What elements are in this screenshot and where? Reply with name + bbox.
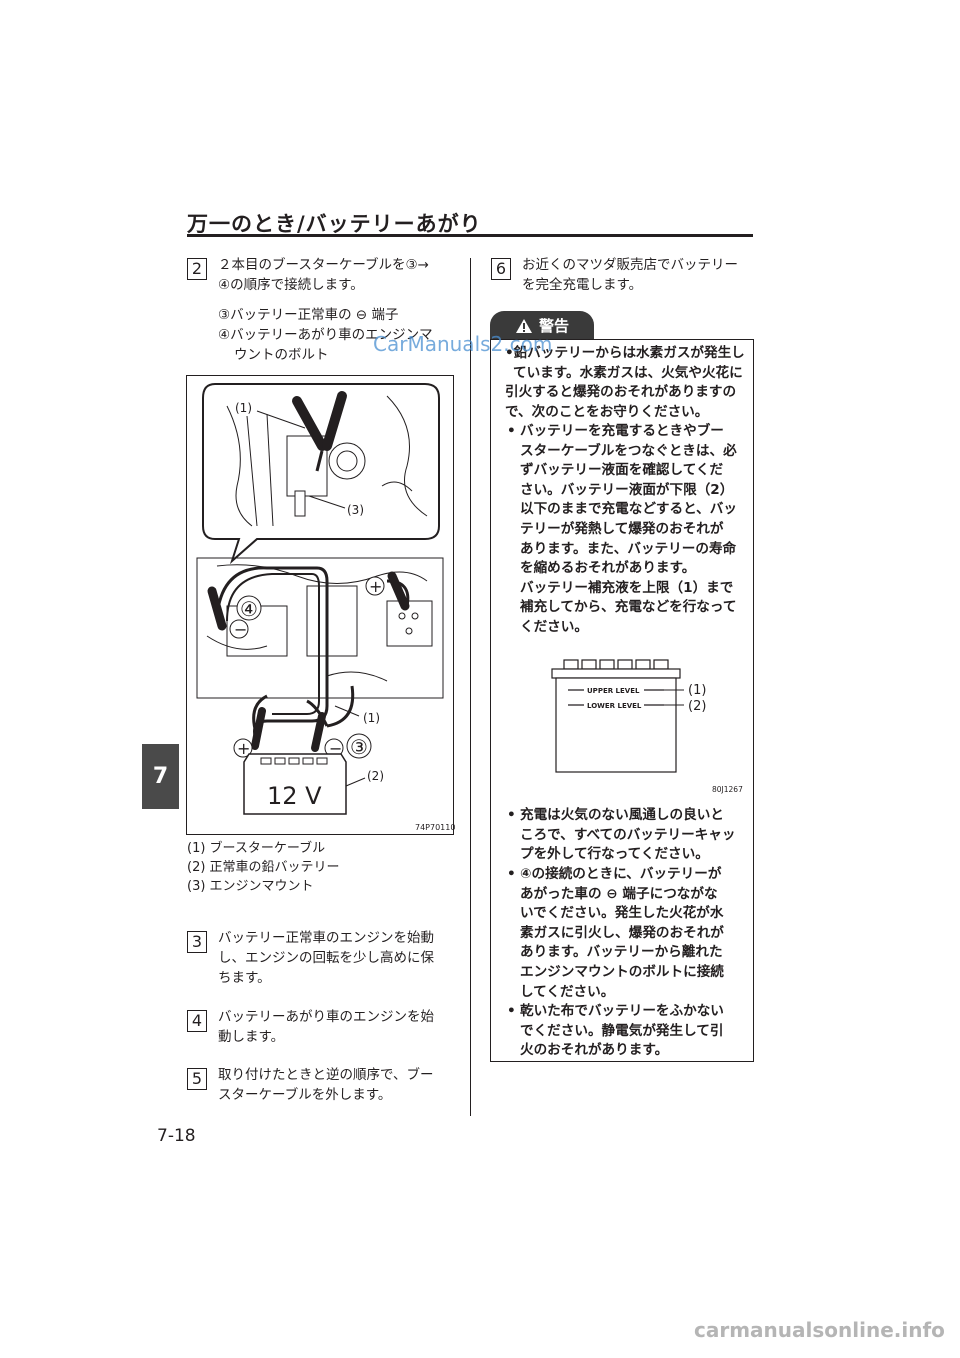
step2-sub3: ウントのボルト	[234, 347, 329, 363]
step4-line2: 動します。	[218, 1029, 285, 1045]
fig1-label-1-bottom: (1)	[363, 711, 380, 725]
bullet-4: •	[507, 1003, 516, 1019]
warning-bullet-2: • 充電は火気のない風通しの良いと ころで、すべてのバッテリーキャッ プを外して…	[507, 806, 753, 865]
fig1-label-1-top: (1)	[235, 401, 252, 415]
jump-start-illustration: (1) (3) ④ − + (1) + −	[186, 375, 455, 835]
column-divider	[470, 258, 471, 1116]
warning-p1-line1: •鉛バッテリーからは水素ガスが発生し	[505, 345, 745, 361]
battery-voltage-label: 12 V	[267, 782, 322, 810]
bullet-3: •	[507, 866, 516, 882]
step3-text: バッテリー正常車のエンジンを始動 し、エンジンの回転を少し高めに保 ちます。	[218, 928, 434, 988]
footer-watermark: carmanualsonline.info	[694, 1318, 945, 1342]
step4-text: バッテリーあがり車のエンジンを始 動します。	[218, 1007, 434, 1047]
bullet-2: •	[507, 807, 516, 823]
warning-b2-line2: ころで、すべてのバッテリーキャッ	[520, 826, 736, 843]
warning-b3-line4: 素ガスに引火し、爆発のおそれが	[520, 924, 724, 941]
header-rule	[187, 234, 753, 237]
warning-b3-line2: あがった車の ⊖ 端子につながな	[520, 885, 718, 902]
fig1-label-2: (2)	[367, 769, 384, 783]
warning-p1-line4: で、次のことをお守りください。	[505, 403, 709, 420]
warning-b3-line3: いでください。発生した火花が水	[520, 905, 724, 922]
warning-b1-line3: ずバッテリー液面を確認してくだ	[520, 462, 724, 479]
warning-bullet-3: • ④の接続のときに、バッテリーが あがった車の ⊖ 端子につながな いでくださ…	[507, 865, 753, 1002]
warning-b2-line1: 充電は火気のない風通しの良いと	[520, 807, 724, 823]
warning-header: 警告	[490, 311, 594, 340]
warning-b1-line10: 補充してから、充電などを行なって	[520, 599, 737, 616]
fig2-label-1: (1)	[688, 683, 706, 698]
step5-line1: 取り付けたときと逆の順序で、ブー	[218, 1067, 434, 1083]
warning-b1-line6: テリーが発熱して爆発のおそれが	[520, 520, 724, 537]
step2-line2: ④の順序で接続します。	[218, 277, 364, 293]
step2-sub2: ④バッテリーあがり車のエンジンマ	[218, 327, 433, 343]
warning-b3-line1: ④の接続のときに、バッテリーが	[520, 866, 722, 882]
warning-p1-line2: ています。水素ガスは、火気や火花に	[513, 364, 743, 381]
step2-sub1: ③バッテリー正常車の ⊖ 端子	[218, 307, 399, 323]
step2-line1: ２本目のブースターケーブルを③→	[218, 257, 429, 273]
warning-p1-line3: 引火すると爆発のおそれがありますの	[505, 384, 737, 401]
warning-box	[490, 339, 754, 1062]
step2-text: ２本目のブースターケーブルを③→ ④の順序で接続します。 ③バッテリー正常車の …	[218, 255, 433, 365]
warning-bullet-1: • バッテリーを充電するときやブー スターケーブルをつなぐときは、必 ずバッテリ…	[507, 422, 753, 638]
warning-triangle-icon	[515, 318, 532, 333]
warning-b1-line11: ください。	[520, 618, 588, 635]
warning-b4-line2: でください。静電気が発生して引	[520, 1022, 724, 1039]
step-number-5: 5	[187, 1068, 207, 1090]
section-title: 万一のとき/バッテリーあがり	[187, 212, 482, 236]
fig1-code: 74P70110	[415, 823, 455, 832]
warning-bullet-4: • 乾いた布でバッテリーをふかない でください。静電気が発生して引 火のおそれが…	[507, 1002, 753, 1061]
step5-text: 取り付けたときと逆の順序で、ブー スターケーブルを外します。	[218, 1065, 433, 1105]
fig1-minus-top: −	[234, 620, 247, 639]
step3-line3: ちます。	[218, 970, 271, 986]
warning-b1-line5: 以下のままで充電などすると、バッ	[520, 501, 737, 518]
legend-item-3: (3) エンジンマウント	[187, 879, 314, 894]
warning-b3-line6: エンジンマウントのボルトに接続	[520, 963, 724, 980]
warning-b3-line7: してください。	[520, 983, 615, 1000]
step4-line1: バッテリーあがり車のエンジンを始	[218, 1009, 434, 1025]
warning-b1-line9: バッテリー補充液を上限（1）まで	[520, 579, 734, 596]
step-number-6: 6	[491, 258, 511, 280]
step6-line2: を完全充電します。	[522, 277, 643, 293]
warning-b1-line4: さい。バッテリー液面が下限（2）	[520, 481, 734, 498]
step-number-4: 4	[187, 1010, 207, 1032]
step6-line1: お近くのマツダ販売店でバッテリー	[522, 257, 738, 273]
figure-legend: (1) ブースターケーブル (2) 正常車の鉛バッテリー (3) エンジンマウン…	[187, 839, 340, 896]
fig1-plus-battery: +	[237, 739, 250, 758]
warning-paragraph-1: •鉛バッテリーからは水素ガスが発生し ています。水素ガスは、火気や火花に 引火す…	[505, 344, 751, 422]
fig2-label-2: (2)	[688, 699, 706, 714]
warning-b1-line7: あります。また、バッテリーの寿命	[520, 540, 737, 557]
step-number-3: 3	[187, 931, 207, 953]
warning-b4-line3: 火のおそれがあります。	[520, 1042, 669, 1059]
fig1-label-3: (3)	[347, 503, 364, 517]
step-number-2: 2	[187, 258, 207, 280]
step6-text: お近くのマツダ販売店でバッテリー を完全充電します。	[522, 255, 738, 295]
lower-level-label: LOWER LEVEL	[587, 702, 642, 710]
fig2-code: 80J1267	[712, 785, 743, 794]
fig1-circle-3: ③	[350, 735, 368, 759]
warning-b1-line1: バッテリーを充電するときやブー	[520, 423, 724, 439]
step3-line1: バッテリー正常車のエンジンを始動	[218, 930, 434, 946]
warning-b1-line8: を縮めるおそれがあります。	[520, 560, 696, 577]
page-number: 7-18	[157, 1126, 196, 1146]
bullet-1: •	[507, 423, 516, 439]
warning-b4-line1: 乾いた布でバッテリーをふかない	[520, 1003, 724, 1019]
warning-title: 警告	[538, 317, 569, 335]
upper-level-label: UPPER LEVEL	[587, 687, 640, 695]
warning-b1-line2: スターケーブルをつなぐときは、必	[520, 442, 737, 459]
fig1-circle-4: ④	[240, 597, 258, 621]
chapter-tab: 7	[142, 744, 179, 809]
step5-line2: スターケーブルを外します。	[218, 1087, 392, 1103]
warning-b3-line5: あります。バッテリーから離れた	[520, 944, 723, 961]
watermark: CarManuals2.com	[373, 332, 553, 356]
step3-line2: し、エンジンの回転を少し高めに保	[218, 950, 434, 966]
warning-b2-line3: プを外して行なってください。	[520, 846, 709, 863]
legend-item-2: (2) 正常車の鉛バッテリー	[187, 860, 340, 875]
legend-item-1: (1) ブースターケーブル	[187, 841, 326, 856]
fig1-plus-top: +	[369, 577, 382, 596]
battery-level-illustration: UPPER LEVEL LOWER LEVEL (1) (2) 80J1267	[540, 652, 750, 797]
